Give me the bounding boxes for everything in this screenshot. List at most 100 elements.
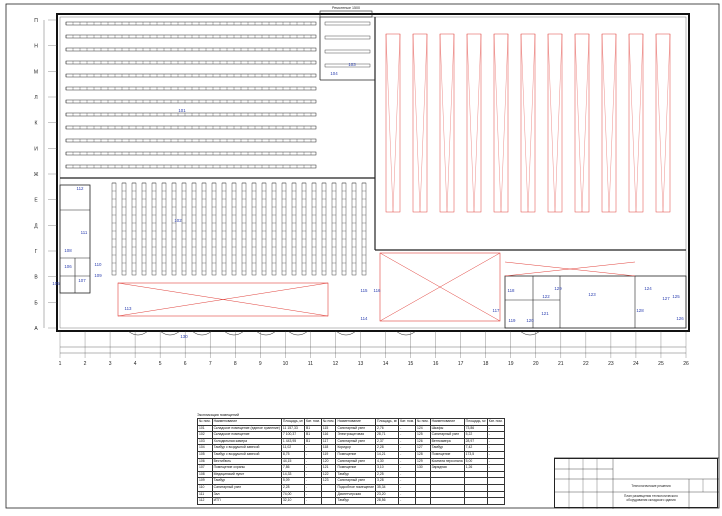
- schedule-cell: [463, 477, 488, 485]
- rack-column: [181, 182, 187, 276]
- title-block: Технологические решения План размещения …: [554, 458, 719, 509]
- room-number: 124: [644, 286, 652, 291]
- schedule-cell: В1: [304, 437, 322, 446]
- dock-gate: [395, 330, 417, 336]
- schedule-cell: 110: [197, 483, 213, 492]
- schedule-cell: [320, 483, 337, 492]
- schedule-cell: [320, 490, 337, 499]
- schedule-cell: 1 443,95: [280, 437, 306, 446]
- cold-rack-diag: [412, 33, 421, 213]
- dock-zone: [117, 282, 329, 317]
- rack-row: [65, 112, 317, 117]
- row-axis-label: В: [34, 275, 38, 281]
- schedule-header-cell: № пом.: [415, 418, 431, 426]
- schedule-cell: 126: [415, 437, 431, 446]
- schedule-cell: Тамбур с воздушной завесой: [211, 444, 282, 452]
- room-number: 114: [361, 316, 369, 321]
- schedule-cell: -: [304, 477, 322, 485]
- rack-row: [65, 151, 317, 156]
- column-axis-label: 24: [633, 361, 639, 367]
- rack-column: [281, 182, 287, 276]
- schedule-cell: 103: [197, 437, 213, 446]
- schedule-cell: 28,56: [375, 497, 400, 505]
- schedule-cell: 14,21: [375, 450, 400, 459]
- rack-row: [65, 73, 317, 78]
- rack-column: [151, 182, 157, 276]
- schedule-cell: 7 100,37: [280, 431, 306, 439]
- schedule-cell: -: [398, 424, 416, 433]
- schedule-cell: 2,76: [375, 424, 400, 433]
- schedule-cell: -: [398, 483, 416, 492]
- rack-row: [65, 138, 317, 143]
- title-block-title: Технологические решения: [631, 484, 671, 488]
- schedule-cell: -: [486, 437, 505, 446]
- schedule-cell: 112: [197, 497, 213, 505]
- schedule-cell: 2,28: [280, 483, 306, 492]
- schedule-cell: 3,28: [375, 477, 400, 485]
- row-axis-label: Е: [34, 198, 38, 204]
- rack-row: [324, 21, 371, 26]
- schedule-cell: [463, 470, 488, 479]
- rack-column: [201, 182, 207, 276]
- room-number: 130: [180, 334, 188, 339]
- schedule-cell: 2,37: [375, 437, 400, 446]
- cold-rack: [412, 33, 428, 213]
- room-number: 108: [64, 248, 72, 253]
- room-number: 118: [508, 288, 516, 293]
- column-axis-label: 19: [508, 361, 514, 367]
- rack-row: [65, 21, 317, 26]
- schedule-cell: [463, 490, 488, 499]
- column-axis-label: 15: [408, 361, 414, 367]
- schedule-cell: -: [486, 431, 505, 439]
- rack-row: [65, 34, 317, 39]
- schedule-cell: Вестибюль: [211, 457, 282, 466]
- rack-column: [361, 182, 367, 276]
- column-axis-label: 10: [283, 361, 289, 367]
- rack-row: [324, 35, 371, 40]
- schedule-cell: 102: [197, 431, 213, 439]
- column-axis-label: 18: [483, 361, 489, 367]
- column-axis-label: 14: [383, 361, 389, 367]
- row-axis-label: Б: [34, 300, 38, 306]
- rack-column: [131, 182, 137, 276]
- column-axis-label: 26: [683, 361, 689, 367]
- schedule-cell: -: [304, 444, 322, 452]
- room-number: 104: [330, 71, 338, 76]
- cold-rack-diag: [574, 33, 583, 213]
- dock-gate: [335, 330, 357, 336]
- cold-rack-diag: [520, 33, 529, 213]
- schedule-cell: 104: [197, 444, 213, 452]
- column-axis-label: 6: [184, 361, 187, 367]
- schedule-cell: Санитарный узел: [335, 424, 377, 433]
- row-axis-label: П: [34, 18, 38, 24]
- rack-column: [141, 182, 147, 276]
- schedule-cell: -: [398, 437, 416, 446]
- room-number: 113: [125, 306, 133, 311]
- sheet-frame: [5, 3, 720, 509]
- row-axis-label: М: [34, 69, 38, 75]
- schedule-cell: 118: [320, 444, 337, 452]
- column-axis-label: 9: [259, 361, 262, 367]
- rack-column: [161, 182, 167, 276]
- cold-rack: [574, 33, 590, 213]
- schedule-cell: 74,00: [280, 490, 306, 499]
- room-number: 115: [361, 288, 369, 293]
- schedule-cell: Шкафы: [429, 424, 465, 433]
- schedule-header-cell: № пом.: [320, 418, 337, 426]
- room-number: 126: [676, 316, 684, 321]
- schedule-cell: 28,97: [463, 437, 488, 446]
- building-outline: [56, 13, 690, 332]
- storage-racks-upper: [65, 21, 371, 169]
- schedule-cell: 2,28: [375, 444, 400, 452]
- schedule-cell: [415, 483, 431, 492]
- dock-gate: [287, 330, 309, 336]
